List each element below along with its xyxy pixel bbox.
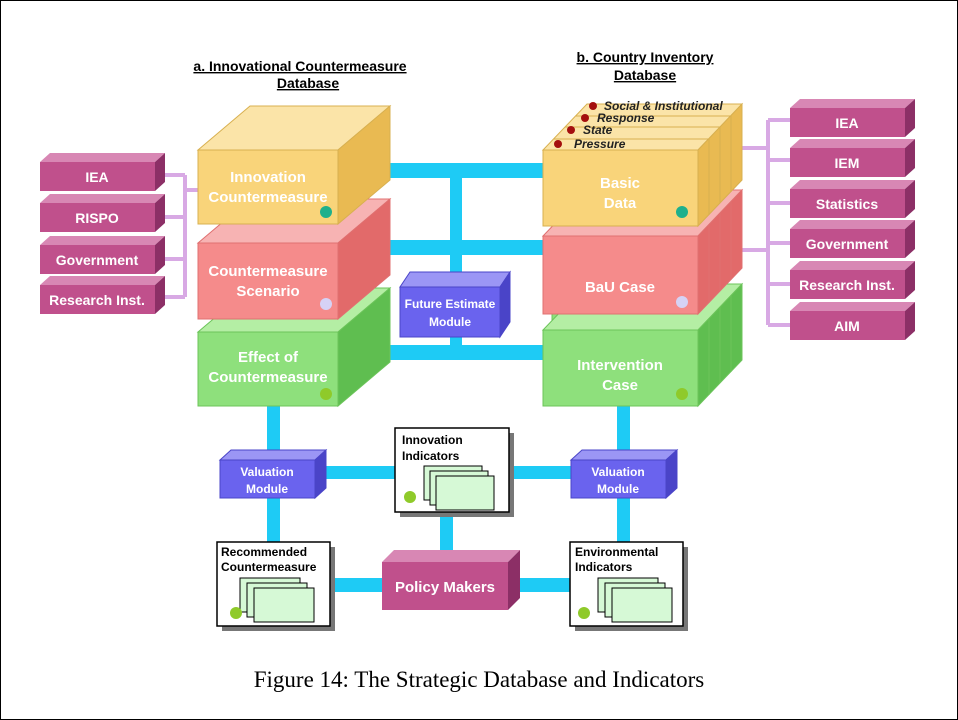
module-label: Valuation — [240, 465, 293, 479]
layer-label-state: State — [583, 123, 613, 137]
card-title: Countermeasure — [221, 560, 317, 574]
layer-bullet — [581, 114, 589, 122]
layer-label-pressure: Pressure — [574, 137, 626, 151]
connector-right-to-environmental — [617, 495, 630, 543]
source-label: RISPO — [75, 210, 119, 226]
status-dot — [320, 206, 332, 218]
status-dot — [320, 388, 332, 400]
connector-policy-to-environmental — [510, 578, 580, 592]
innovation-indicators-card: Innovation Indicators — [394, 427, 514, 517]
source-label: Government — [56, 252, 139, 268]
connector-valuation-left-to-innovation — [320, 466, 400, 479]
connector-innovation-to-policy — [440, 510, 453, 555]
connector-recommended-to-policy — [328, 578, 383, 592]
card-title: Innovation — [402, 433, 463, 447]
source-label: IEM — [835, 155, 860, 171]
strategic-database-diagram: IEA RISPO Government Research Inst. IEA — [40, 49, 915, 631]
module-label: Module — [246, 482, 288, 496]
block-label: Basic — [600, 175, 640, 192]
source-label: Research Inst. — [799, 277, 895, 293]
future-estimate-module: Future Estimate Module — [399, 270, 511, 339]
valuation-module-right: Valuation Module — [569, 448, 679, 500]
card-title: Indicators — [575, 560, 633, 574]
right-sources: IEA IEM Statistics Government Research I… — [790, 99, 915, 340]
layer-bullet — [589, 102, 597, 110]
module-label: Module — [597, 482, 639, 496]
source-label: Government — [806, 236, 889, 252]
source-box-rispo: RISPO — [40, 194, 165, 232]
source-label: IEA — [85, 169, 108, 185]
right-db-title-line2: Database — [614, 67, 676, 83]
block-label: Countermeasure — [208, 369, 327, 386]
connector-left-down — [267, 405, 280, 460]
connectors — [267, 163, 630, 592]
module-label: Future Estimate — [405, 297, 496, 311]
layer-bullet — [554, 140, 562, 148]
left-sources: IEA RISPO Government Research Inst. — [40, 153, 165, 314]
card-title: Environmental — [575, 545, 658, 559]
source-box-government-right: Government — [790, 220, 915, 258]
layer-bullet — [567, 126, 575, 134]
recommended-countermeasure-card: Recommended Countermeasure — [216, 541, 335, 631]
block-basic-data: Basic Data — [541, 102, 744, 228]
source-label: Statistics — [816, 196, 878, 212]
policy-makers-label: Policy Makers — [395, 579, 495, 596]
basic-data-layers: Social & Institutional Response State Pr… — [554, 99, 723, 151]
headers: a. Innovational Countermeasure Database … — [193, 49, 713, 91]
status-dot — [676, 388, 688, 400]
block-label: Case — [602, 377, 638, 394]
module-label: Valuation — [591, 465, 644, 479]
status-dot — [578, 607, 590, 619]
layer-label-response: Response — [597, 111, 655, 125]
block-label: Innovation — [230, 169, 306, 186]
block-label: Countermeasure — [208, 263, 327, 280]
right-source-lines — [740, 118, 790, 327]
block-label: Data — [604, 195, 637, 212]
connector-left-to-recommended — [267, 495, 280, 543]
block-label: Scenario — [236, 283, 299, 300]
environmental-indicators-card: Environmental Indicators — [569, 541, 688, 631]
source-box-government-left: Government — [40, 236, 165, 274]
left-db-title-line1: a. Innovational Countermeasure — [193, 58, 406, 74]
block-label: Intervention — [577, 357, 663, 374]
status-dot — [676, 296, 688, 308]
policy-makers-box: Policy Makers — [382, 550, 520, 610]
connector-innovation-to-valuation-right — [510, 466, 585, 479]
source-label: Research Inst. — [49, 292, 145, 308]
status-dot — [404, 491, 416, 503]
left-source-lines — [165, 173, 200, 299]
block-label: Effect of — [238, 349, 299, 366]
block-innovation-countermeasure: Innovation Countermeasure — [196, 104, 392, 226]
connector-right-down — [617, 405, 630, 460]
status-dot — [230, 607, 242, 619]
source-box-research-right: Research Inst. — [790, 261, 915, 299]
valuation-module-left: Valuation Module — [218, 448, 328, 500]
source-box-statistics: Statistics — [790, 180, 915, 218]
source-box-iea-right: IEA — [790, 99, 915, 137]
status-dot — [320, 298, 332, 310]
left-db-title-line2: Database — [277, 75, 339, 91]
source-box-iem: IEM — [790, 139, 915, 177]
module-label: Module — [429, 315, 471, 329]
status-dot — [676, 206, 688, 218]
right-db-title-line1: b. Country Inventory — [577, 49, 714, 65]
block-label: Countermeasure — [208, 189, 327, 206]
figure-caption: Figure 14: The Strategic Database and In… — [253, 667, 705, 692]
source-label: AIM — [834, 318, 860, 334]
source-box-iea-left: IEA — [40, 153, 165, 191]
block-label: BaU Case — [585, 279, 655, 296]
source-box-research-left: Research Inst. — [40, 276, 165, 314]
layer-label-social-institutional: Social & Institutional — [604, 99, 723, 113]
source-label: IEA — [835, 115, 858, 131]
source-box-aim: AIM — [790, 302, 915, 340]
card-title: Recommended — [221, 545, 307, 559]
card-title: Indicators — [402, 449, 460, 463]
